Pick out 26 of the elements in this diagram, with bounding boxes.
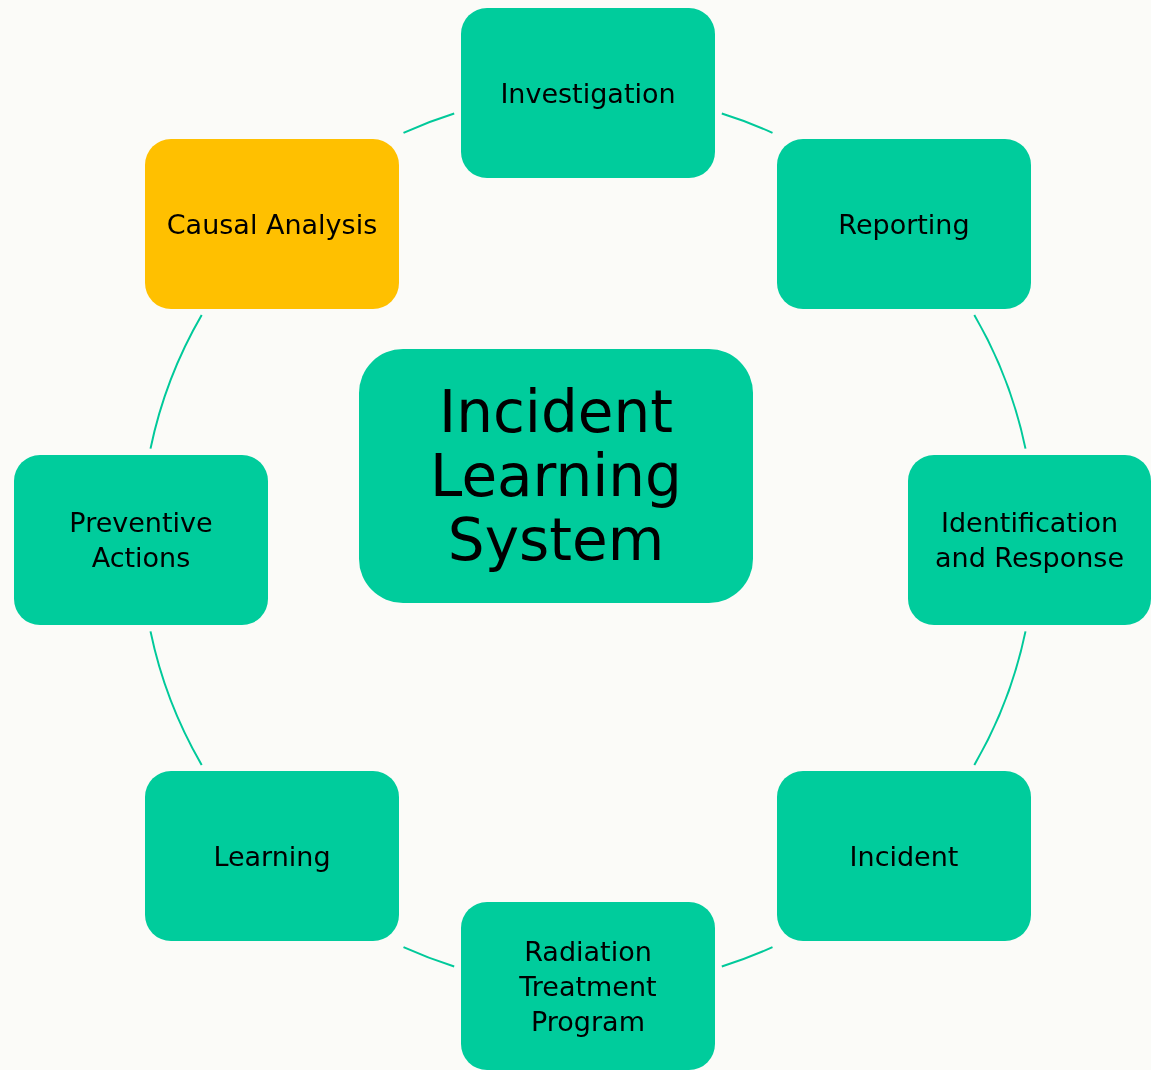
connector-arc — [402, 112, 456, 134]
connector-arc — [720, 946, 774, 968]
stage-box — [777, 139, 1031, 309]
connector-arc — [973, 314, 1027, 450]
stage-box — [461, 8, 715, 178]
stage-box — [777, 771, 1031, 941]
box-label: Incident Learning System — [429, 380, 683, 572]
stage-box — [145, 139, 399, 309]
stage-box — [14, 455, 268, 625]
connector-arc — [149, 630, 203, 766]
box-label: Incident — [849, 839, 959, 874]
box-label: Preventive Actions — [68, 506, 214, 575]
stage-box — [908, 455, 1151, 625]
stage-box — [145, 771, 399, 941]
box-label: Reporting — [838, 207, 970, 242]
box-label: Causal Analysis — [166, 207, 378, 242]
central-box — [359, 349, 753, 603]
box-label: Identification and Response — [933, 506, 1126, 575]
box-label: Learning — [213, 839, 331, 874]
box-label: Investigation — [500, 76, 676, 111]
stage-box — [461, 902, 715, 1070]
box-label: Radiation Treatment Program — [518, 934, 658, 1039]
connector-arc — [402, 946, 456, 968]
connector-arc — [720, 112, 774, 134]
connector-arc — [149, 314, 203, 450]
connector-arc — [973, 630, 1027, 766]
